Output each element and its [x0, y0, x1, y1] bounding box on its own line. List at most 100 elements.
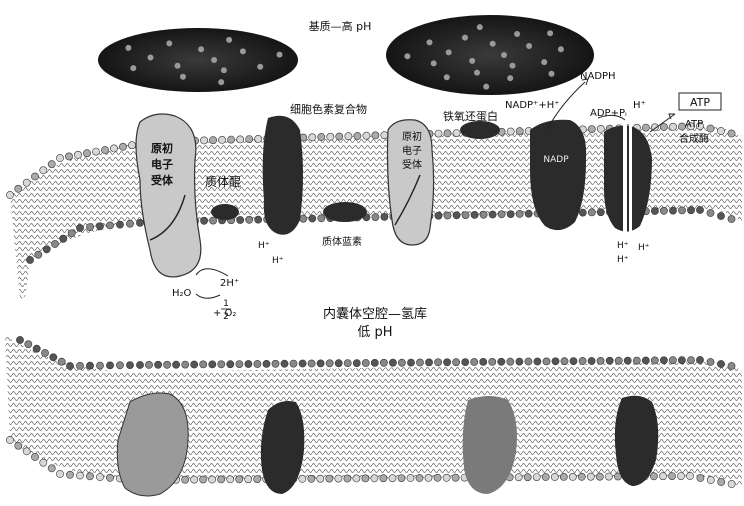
- lipid-head: [687, 207, 694, 214]
- lipid-head: [26, 256, 33, 263]
- lipid-head: [58, 358, 65, 365]
- lipid-head: [728, 480, 735, 487]
- granum-particle: [549, 71, 555, 77]
- lipid-head: [200, 361, 207, 368]
- lipid-head: [145, 361, 152, 368]
- lipid-head: [68, 230, 75, 237]
- lipid-head: [318, 133, 325, 140]
- lipid-head: [281, 360, 288, 367]
- h-cytochrome-1: H⁺: [258, 241, 270, 251]
- granum-particle: [444, 74, 450, 80]
- granum-particle: [404, 53, 410, 59]
- lipid-head: [210, 137, 217, 144]
- lipid-head: [498, 211, 505, 218]
- granum-particle: [547, 30, 553, 36]
- cytochrome-complex: [263, 116, 303, 235]
- lipid-head: [227, 476, 234, 483]
- lipid-head: [489, 211, 496, 218]
- lipid-head: [718, 478, 725, 485]
- nadp-h-label: NADP⁺+H⁺: [505, 100, 560, 111]
- lipid-head: [236, 476, 243, 483]
- lipid-head: [354, 132, 361, 139]
- lipid-head: [516, 128, 523, 135]
- granum-particle: [175, 63, 181, 69]
- granum-particle: [477, 24, 483, 30]
- lipid-head: [246, 216, 253, 223]
- lipid-head: [444, 212, 451, 219]
- lipid-head: [66, 471, 73, 478]
- lipid-head: [236, 361, 243, 368]
- lipid-head: [444, 359, 451, 366]
- lipid-head: [542, 473, 549, 480]
- granum-particle: [211, 57, 217, 63]
- lipid-head: [728, 362, 735, 369]
- lipid-head: [660, 357, 667, 364]
- lipid-head: [128, 142, 135, 149]
- lipid-head: [255, 216, 262, 223]
- lipid-head: [707, 125, 714, 132]
- lipid-head: [353, 475, 360, 482]
- lipid-head: [398, 359, 405, 366]
- lipid-head: [587, 473, 594, 480]
- lipid-head: [245, 360, 252, 367]
- lipid-head: [76, 362, 83, 369]
- lipid-head: [452, 474, 459, 481]
- lumen-label-1: 内囊体空腔—氢库: [323, 306, 427, 322]
- plastoquinone-label: 质体醌: [205, 175, 241, 189]
- granum-particle: [218, 79, 224, 85]
- lipid-head: [552, 358, 559, 365]
- lipid-head: [40, 167, 47, 174]
- lipid-head: [569, 473, 576, 480]
- lipid-head: [309, 215, 316, 222]
- lipid-head: [326, 475, 333, 482]
- lipid-head: [6, 436, 13, 443]
- lipid-head: [597, 209, 604, 216]
- granum-particle: [427, 39, 433, 45]
- nadph-label: NADPH: [580, 71, 616, 82]
- lipid-head: [191, 361, 198, 368]
- lipid-head: [525, 358, 532, 365]
- lipid-head: [453, 359, 460, 366]
- lipid-head: [380, 359, 387, 366]
- lipid-head: [728, 215, 735, 222]
- lipid-head: [525, 210, 532, 217]
- adp-pi-label: ADP+Pᵢ: [590, 108, 627, 119]
- granum-particle: [474, 70, 480, 76]
- psii-label-2: 电子: [151, 157, 173, 171]
- lipid-head: [308, 475, 315, 482]
- lipid-head: [425, 359, 432, 366]
- lipid-head: [96, 362, 103, 369]
- granum-particle: [240, 48, 246, 54]
- lipid-head: [201, 137, 208, 144]
- psi-label-3: 受体: [402, 159, 422, 171]
- lipid-head: [579, 209, 586, 216]
- atp-box-label: ATP: [690, 96, 710, 109]
- lipid-head: [173, 361, 180, 368]
- lipid-head: [96, 223, 103, 230]
- lipid-head: [345, 133, 352, 140]
- lipid-head: [498, 358, 505, 365]
- lipid-head: [416, 359, 423, 366]
- lipid-head: [246, 136, 253, 143]
- granum-particle: [277, 52, 283, 58]
- lipid-head: [317, 475, 324, 482]
- lipid-head: [707, 476, 714, 483]
- lipid-head: [642, 124, 649, 131]
- lipid-head: [533, 474, 540, 481]
- lipid-head: [228, 136, 235, 143]
- lipid-head: [398, 475, 405, 482]
- granum-particle: [514, 31, 520, 37]
- lipid-head: [651, 207, 658, 214]
- lipid-head: [31, 173, 38, 180]
- lipid-head: [588, 357, 595, 364]
- granum-particle: [148, 55, 154, 61]
- lipid-head: [678, 207, 685, 214]
- plastocyanin-disc: [323, 202, 367, 222]
- lipid-head: [696, 206, 703, 213]
- lipid-head: [443, 474, 450, 481]
- granum-particle: [483, 84, 489, 90]
- lipid-head: [570, 358, 577, 365]
- granum-particle: [221, 67, 227, 73]
- lipid-head: [201, 217, 208, 224]
- lipid-head: [116, 221, 123, 228]
